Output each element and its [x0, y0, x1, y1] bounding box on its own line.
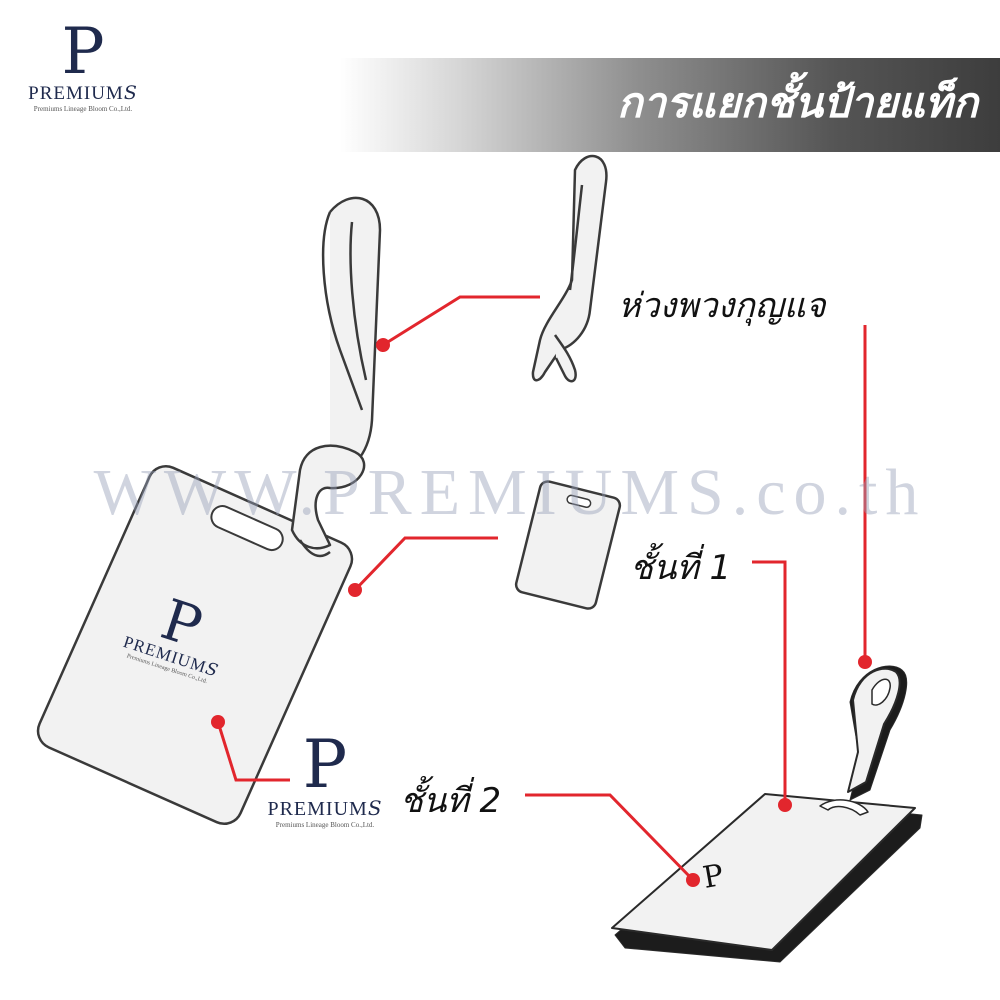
- logo-wordmark: PREMIUMS: [18, 82, 148, 105]
- callout-dots: [211, 338, 872, 887]
- header-title: การแยกชั้นป้ายแท็ก: [617, 78, 978, 127]
- tilted-tag: P: [611, 665, 923, 963]
- layer-2-logo-company: Premiums Lineage Bloom Co.,Ltd.: [275, 821, 375, 829]
- logo-company: Premiums Lineage Bloom Co.,Ltd.: [33, 105, 133, 113]
- layer-2-logo: P PREMIUMS Premiums Lineage Bloom Co.,Lt…: [250, 726, 400, 830]
- assembled-tag-strap: [290, 196, 382, 558]
- callout-lines: [216, 295, 867, 882]
- logo-wordmark-end: S: [123, 82, 138, 104]
- logo-letter: P: [61, 15, 105, 89]
- layer-2-logo-wordmark-main: PREMIUM: [267, 798, 368, 820]
- assembled-tag-card: [36, 465, 354, 825]
- keyring-loop: [531, 154, 608, 383]
- label-keyring: ห่วงพวงกุญแจ: [618, 286, 826, 326]
- layer-2-logo-wordmark: PREMIUMS: [250, 796, 400, 821]
- layer-2-logo-wordmark-end: S: [367, 796, 383, 820]
- layer-1-card: [514, 480, 622, 610]
- header-banner: การแยกชั้นป้ายแท็ก: [340, 58, 1000, 152]
- watermark-text: WWW.PREMIUMS.co.th: [93, 456, 927, 529]
- layer-2-logo-letter: P: [302, 726, 348, 803]
- brand-logo: P PREMIUMS Premiums Lineage Bloom Co.,Lt…: [18, 20, 148, 113]
- label-layer-1: ชั้นที่ 1: [630, 548, 732, 588]
- logo-wordmark-main: PREMIUM: [28, 83, 124, 104]
- label-layer-2: ชั้นที่ 2: [400, 781, 502, 821]
